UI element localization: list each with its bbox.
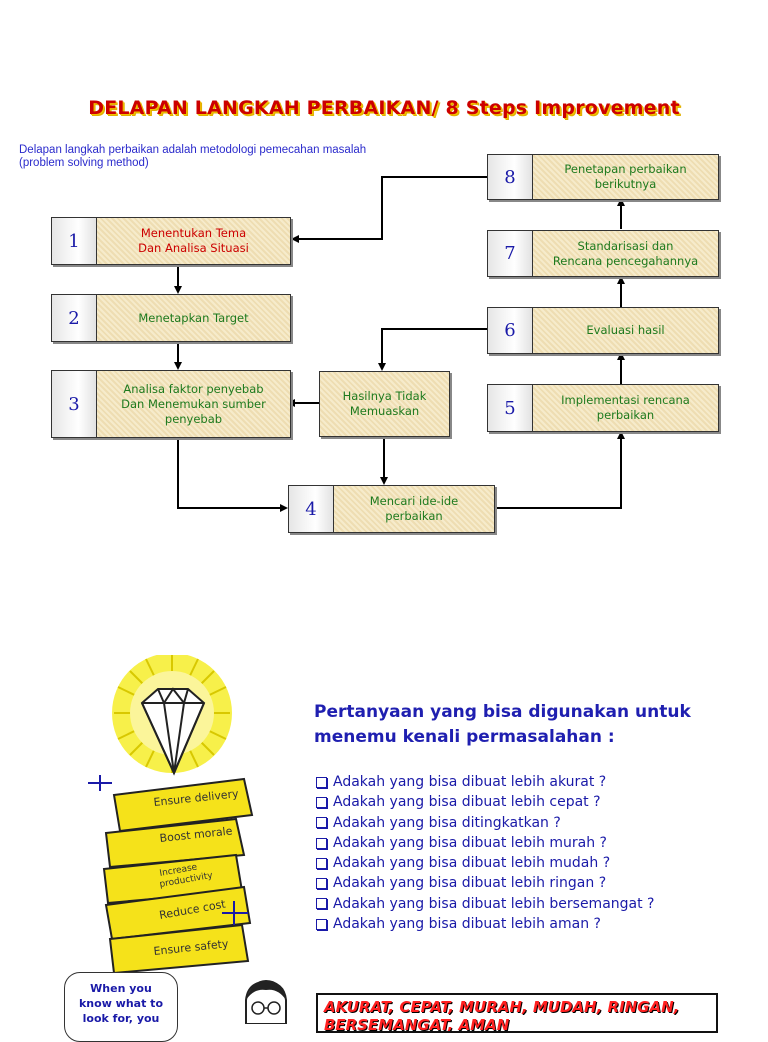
bubble-line-2: know what to [78, 997, 163, 1010]
step-7-line-1: Standarisasi dan [577, 238, 674, 253]
step-2-number: 2 [52, 295, 97, 341]
arrow-6-to-decision [378, 328, 487, 371]
step-3-line-3: penyebab [164, 411, 223, 426]
checkbox-icon [316, 898, 327, 910]
step-5-line-1: Implementasi rencana [561, 393, 690, 407]
checkbox-icon [316, 796, 327, 808]
step-6-number: 6 [488, 308, 533, 353]
checkbox-icon [316, 857, 327, 869]
subtitle-line-2: (problem solving method) [19, 157, 149, 169]
step-2: 2 Menetapkan Target [51, 294, 291, 342]
step-2-label: Menetapkan Target [97, 295, 290, 341]
step-4-line-1: Mencari ide-ide [369, 494, 459, 508]
step-1-line-2: Dan Analisa Situasi [138, 241, 249, 255]
speech-bubble: When you know what to look for, you [64, 972, 178, 1042]
checkbox-icon [316, 878, 327, 890]
checkbox-icon [316, 918, 327, 930]
question-item: Adakah yang bisa dibuat lebih cepat ? [316, 792, 654, 812]
step-3-line-1: Analisa faktor penyebab [123, 381, 264, 396]
arrow-3-to-4 [177, 436, 288, 512]
step-3-number: 3 [52, 371, 97, 437]
question-item: Adakah yang bisa dibuat lebih akurat ? [316, 772, 654, 792]
step-7-line-2: Rencana pencegahannya [552, 253, 699, 268]
step-6-line-1: Evaluasi hasil [586, 323, 665, 337]
step-5-line-2: perbaikan [596, 408, 655, 422]
subtitle-line-1: Delapan langkah perbaikan adalah metodol… [19, 144, 367, 156]
question-item: Adakah yang bisa dibuat lebih aman ? [316, 914, 654, 934]
question-item: Adakah yang bisa dibuat lebih murah ? [316, 833, 654, 853]
checkbox-icon [316, 817, 327, 829]
cartoon-face-icon [245, 980, 287, 1024]
checkbox-icon [316, 776, 327, 788]
questions-title-line-1: Pertanyaan yang bisa digunakan untuk [314, 702, 691, 722]
arrow-8-to-1 [291, 176, 487, 243]
sparkle-icon [88, 775, 248, 925]
bubble-line-3: look for, you [82, 1012, 160, 1025]
step-1-number: 1 [52, 218, 97, 264]
summary-box: AKURAT, CEPAT, MURAH, MUDAH, RINGAN, BER… [316, 993, 718, 1033]
question-item: Adakah yang bisa ditingkatkan ? [316, 813, 654, 833]
bubble-line-1: When you [90, 982, 152, 995]
questions-list: Adakah yang bisa dibuat lebih akurat ? A… [316, 772, 654, 934]
step-8-number: 8 [488, 155, 533, 199]
step-2-line-1: Menetapkan Target [138, 310, 249, 325]
gold-bars-stack [102, 777, 254, 973]
diamond-gold-bars-illustration: Ensure delivery Boost morale Increase pr… [88, 655, 254, 973]
step-4-number: 4 [289, 486, 334, 532]
questions-title: Pertanyaan yang bisa digunakan untuk men… [314, 700, 734, 750]
question-item: Adakah yang bisa dibuat lebih bersemanga… [316, 894, 654, 914]
question-item: Adakah yang bisa dibuat lebih ringan ? [316, 873, 654, 893]
step-7-number: 7 [488, 231, 533, 276]
diamond-icon [140, 687, 206, 776]
decision-line-1: Hasilnya Tidak [342, 389, 427, 403]
step-5-number: 5 [488, 385, 533, 431]
page-title: DELAPAN LANGKAH PERBAIKAN/ 8 Steps Impro… [88, 97, 680, 119]
step-8-line-2: berikutnya [594, 177, 657, 191]
arrow-4-to-5 [493, 431, 625, 509]
questions-title-line-2: menemu kenali permasalahan : [314, 727, 615, 747]
step-1-line-1: Menentukan Tema [140, 226, 247, 240]
question-item: Adakah yang bisa dibuat lebih mudah ? [316, 853, 654, 873]
step-4-line-2: perbaikan [385, 509, 443, 523]
flow-connectors [174, 176, 625, 512]
step-8-line-1: Penetapan perbaikan [564, 162, 687, 176]
step-6: 6 Evaluasi hasil [487, 307, 719, 354]
step-3-line-2: Dan Menemukan sumber [121, 396, 266, 411]
decision-line-2: Memuaskan [349, 404, 420, 418]
checkbox-icon [316, 837, 327, 849]
subtitle: Delapan langkah perbaikan adalah metodol… [19, 144, 419, 170]
step-6-label: Evaluasi hasil [533, 308, 718, 353]
